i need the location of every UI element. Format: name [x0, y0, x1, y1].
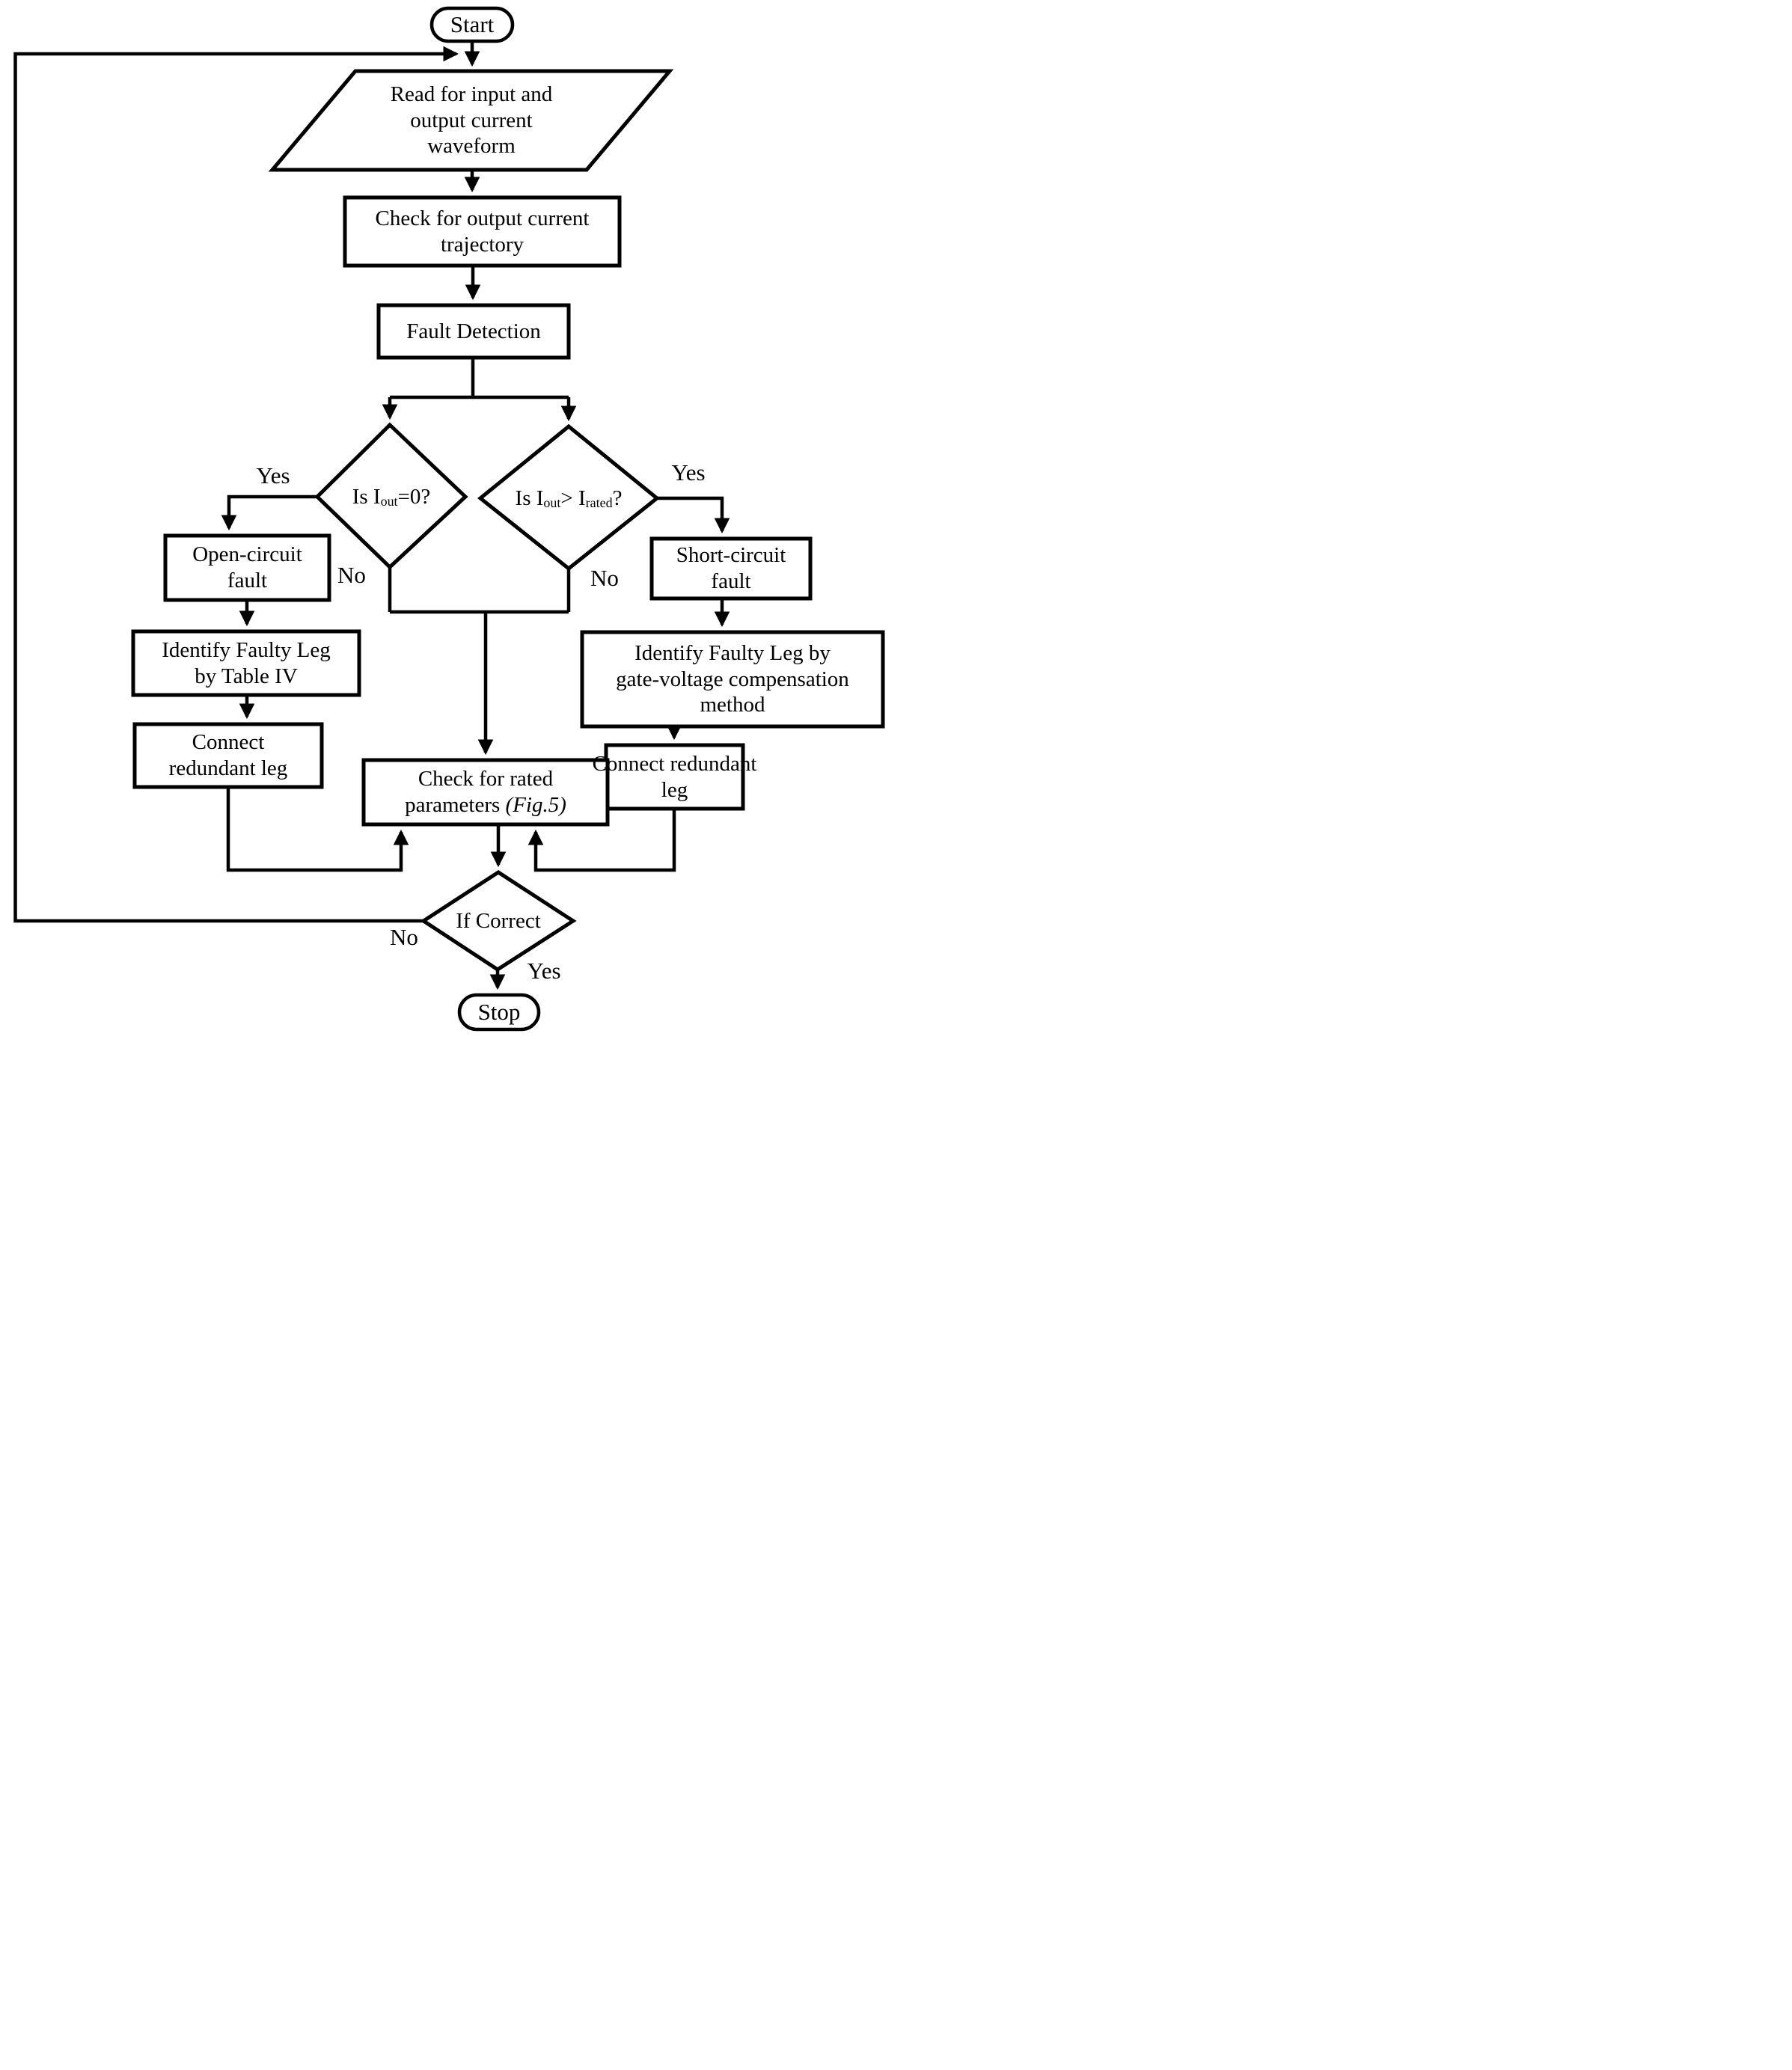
is-iout-gt-irated-label: Is Iout> Irated?: [515, 486, 623, 510]
start-label: Start: [450, 11, 495, 38]
edge-right-yes: [657, 496, 730, 534]
if-correct-label: If Correct: [456, 908, 541, 933]
identify-table-iv-process-shape: [131, 629, 361, 697]
edge-connect-right-return: [527, 809, 676, 872]
fault-detection-label: Fault Detection: [406, 319, 541, 343]
flowchart-graphics: [13, 6, 885, 1032]
is-iout-zero-decision-shape: [314, 422, 468, 570]
identify-gate-voltage-process-shape: [580, 630, 885, 729]
stop-label: Stop: [477, 999, 521, 1026]
right-yes-label: Yes: [671, 459, 706, 486]
stop-terminator-shape: [457, 993, 541, 1032]
connect-redundant-right-process-shape: [604, 743, 745, 811]
right-no-label: No: [590, 565, 619, 592]
short-circuit-fault-process-shape: [649, 536, 813, 601]
edge-left-yes: [221, 494, 317, 531]
connect-redundant-left-process-shape: [132, 722, 324, 789]
check-rated-process-shape: [361, 758, 610, 827]
if-correct-yes-label: Yes: [527, 958, 561, 985]
if-correct-decision-shape: [420, 870, 577, 972]
read-waveform-parallelogram-shape: [268, 69, 674, 172]
left-no-label: No: [337, 562, 366, 589]
start-terminator-shape: [429, 6, 515, 43]
check-trajectory-process-shape: [343, 195, 622, 268]
is-iout-gt-irated-decision-shape: [477, 423, 660, 572]
fault-detection-process-shape: [376, 303, 571, 360]
open-circuit-fault-process-shape: [163, 533, 331, 602]
edge-connect-left-return: [226, 787, 409, 872]
edge-feedback-loop: [13, 46, 459, 923]
left-yes-label: Yes: [256, 462, 290, 489]
is-iout-zero-label: Is Iout=0?: [352, 484, 431, 509]
if-correct-no-label: No: [390, 924, 418, 951]
